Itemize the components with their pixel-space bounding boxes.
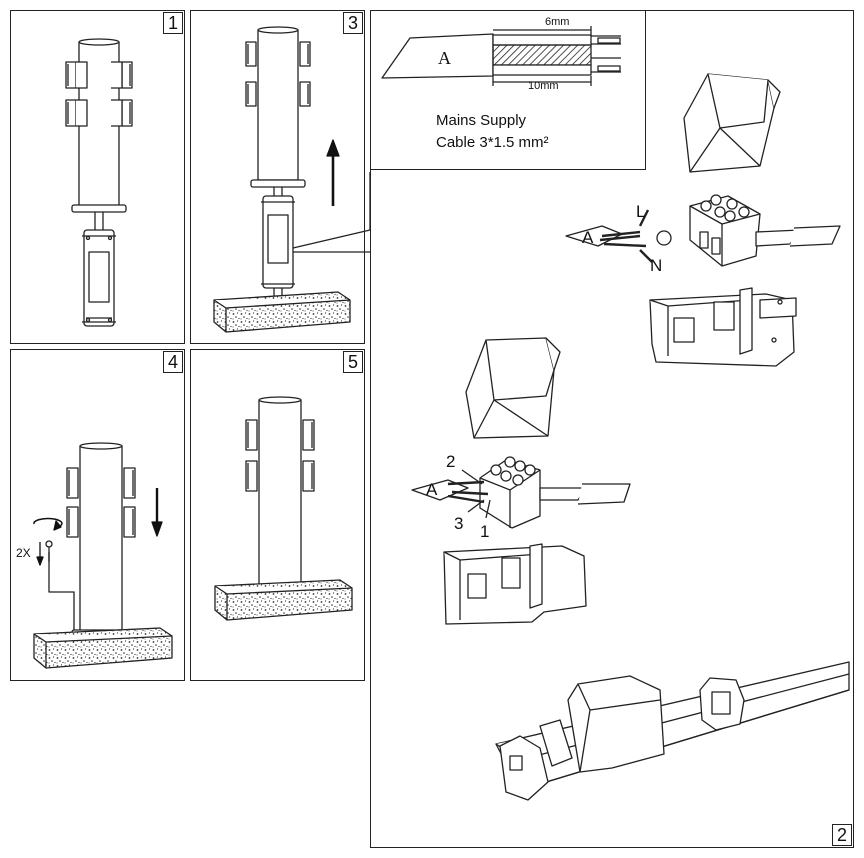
step-number-3: 3 xyxy=(343,12,363,34)
mains-supply-title: Mains Supply xyxy=(436,112,527,129)
step3-bollard xyxy=(213,26,371,333)
step-number-2: 2 xyxy=(832,824,852,846)
fitted-assembly xyxy=(495,661,850,801)
junction-box-base-top xyxy=(649,287,797,367)
neutral-label: N xyxy=(650,256,663,275)
terminal-block-top xyxy=(565,194,841,267)
terminal-number-1: 1 xyxy=(480,522,490,541)
cable-label: A xyxy=(438,48,451,68)
screw-count-label: 2X xyxy=(16,546,31,560)
step-number-1: 1 xyxy=(163,12,183,34)
step-number-4: 4 xyxy=(163,351,183,373)
wire-label-a-top: A xyxy=(582,228,594,247)
terminal-block-mid xyxy=(411,456,631,529)
junction-box-cover-mid xyxy=(465,337,561,439)
step5-bollard xyxy=(214,396,353,621)
step-number-5: 5 xyxy=(343,351,363,373)
step1-bollard xyxy=(65,38,133,327)
wire-label-a-mid: A xyxy=(426,480,438,499)
strip-length-short: 6mm xyxy=(545,16,570,28)
cable-strip-drawing xyxy=(381,26,621,86)
terminal-number-2: 2 xyxy=(446,452,456,471)
terminal-number-3: 3 xyxy=(454,514,464,533)
live-label: L xyxy=(636,202,646,221)
junction-box-base-mid xyxy=(443,543,587,625)
mains-supply-spec: Cable 3*1.5 mm² xyxy=(436,134,549,151)
step4-bollard xyxy=(33,442,173,669)
strip-length-long: 10mm xyxy=(528,80,559,92)
junction-box-cover-top xyxy=(683,73,781,173)
